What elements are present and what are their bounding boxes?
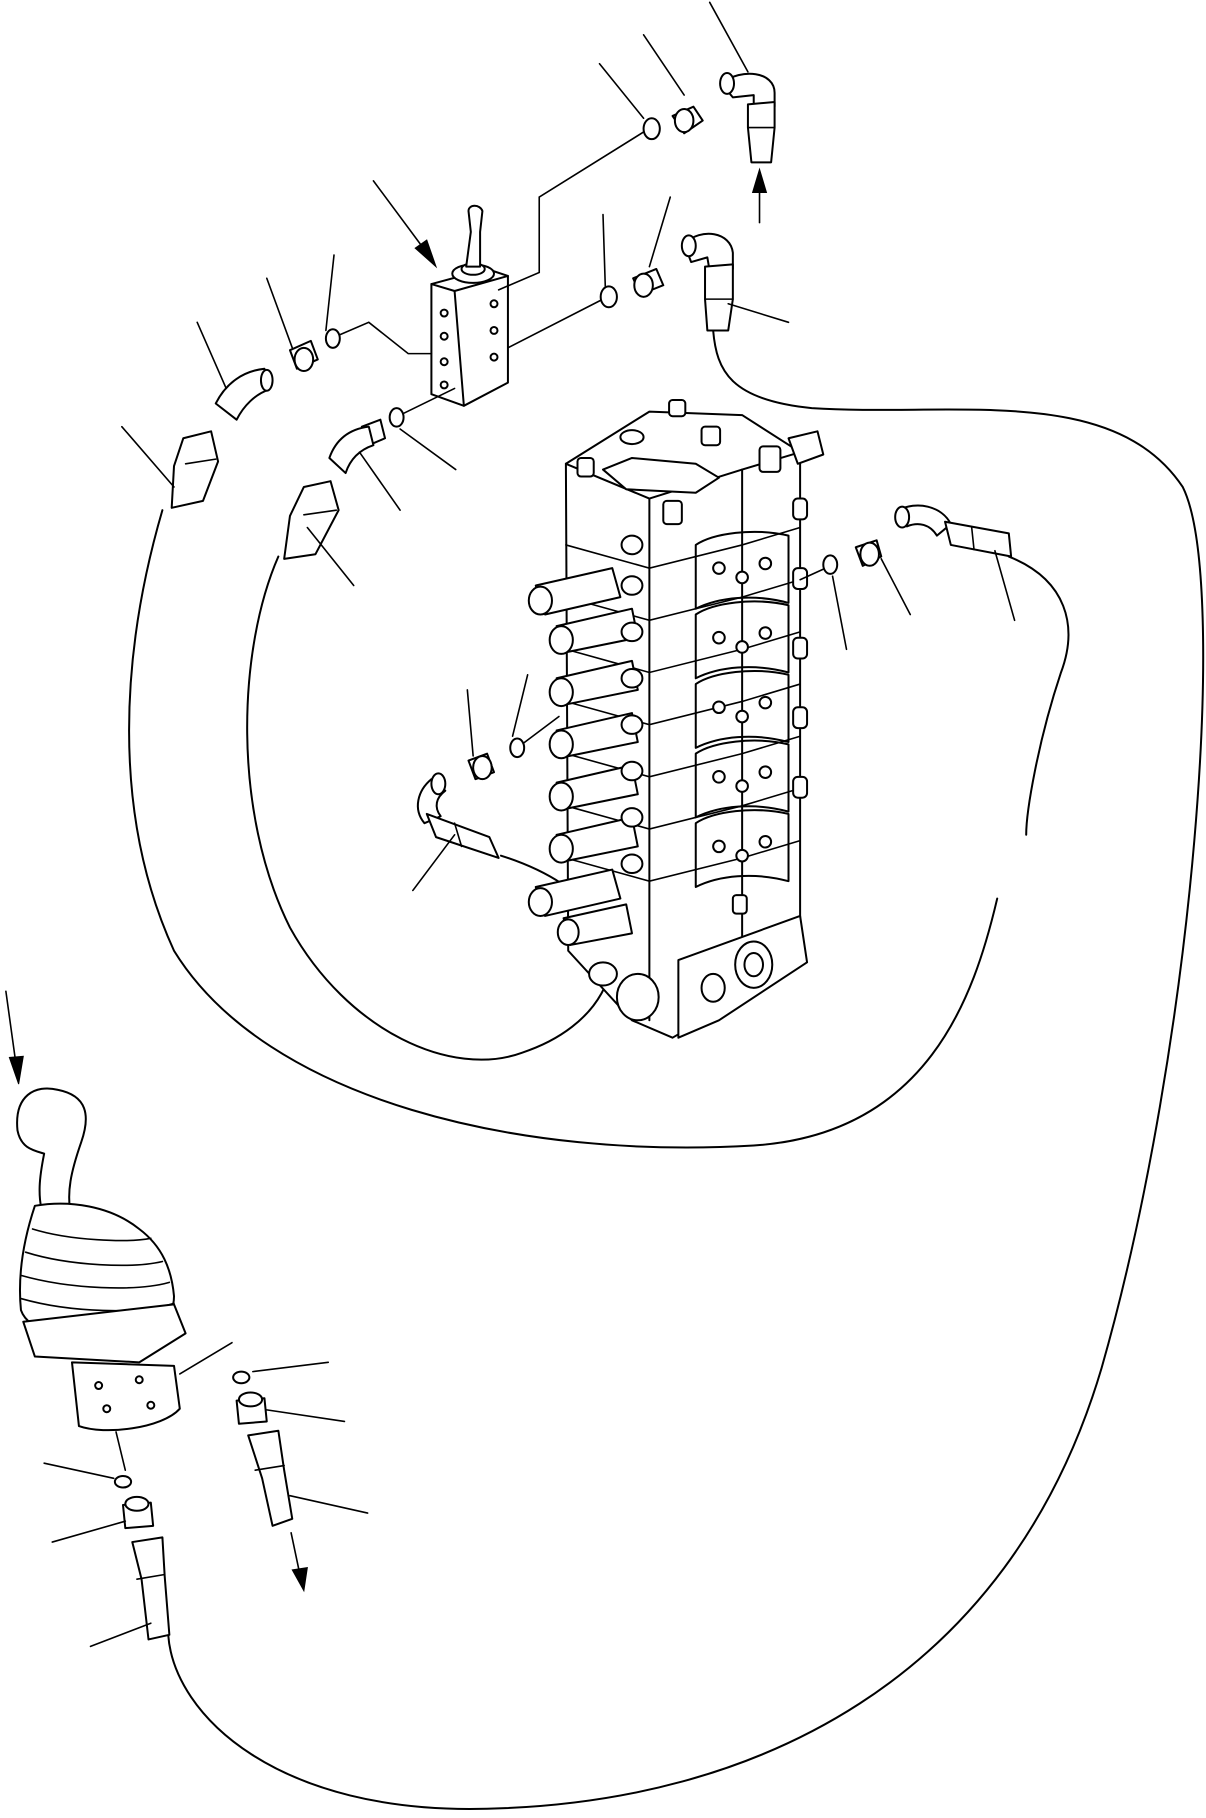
callout-line [52,1521,125,1542]
callout-line [290,1496,368,1513]
hose-runs [129,330,1203,1809]
spool-caps [529,536,643,945]
hose-outer-loop [168,330,1203,1809]
hose-end-left-1 [172,431,218,508]
joystick-base [72,1362,180,1430]
callout-line [267,1410,345,1422]
hose-end-joy-1 [248,1431,292,1526]
callout-line [253,1362,328,1371]
callout-line [467,690,473,756]
fittings-joystick [115,1372,292,1640]
callout-line [603,214,605,287]
hose-left-loop [129,510,997,1147]
selector-valve-lever [466,206,482,267]
elbow-right [899,506,951,536]
callout-line [644,35,685,95]
o-ring-joy-2 [115,1476,131,1488]
hose-end-right [945,522,1011,557]
hose-end-joy-2 [132,1537,169,1639]
fittings-left-selector [172,322,455,559]
joystick-flange [23,1304,185,1362]
control-valve-stack [529,400,823,1038]
callout-line [710,2,748,72]
hose-end-mid [427,814,499,858]
o-ring-joy-1 [233,1372,249,1384]
callout-line [995,551,1015,621]
flow-arrow-top-right [753,169,767,222]
callout-line [649,197,670,267]
callout-line [91,1623,151,1646]
callout-leaders [44,2,1014,1646]
callout-line [326,255,334,330]
callout-line [881,559,910,615]
joystick-lever [17,1088,232,1430]
elbow-left-2 [329,427,373,473]
joystick-grip [17,1088,86,1223]
o-ring-left-1 [326,329,340,348]
callout-line [360,452,401,510]
arrows [6,169,767,1590]
selector-valve [431,206,508,406]
hose-end-left-2 [284,481,338,559]
flow-arrow-bottom [291,1533,307,1591]
hose-end-top-1 [748,102,775,162]
callout-line [600,64,644,118]
callout-line [122,427,174,487]
callout-line [833,576,847,649]
callout-line [44,1463,114,1478]
callout-line [197,322,226,388]
callout-line [413,835,455,891]
callout-line [307,528,353,586]
o-ring-left-2 [390,408,404,427]
o-ring-mid [510,739,524,758]
hose-right-loop [1009,557,1069,835]
fittings-top-right [499,73,775,348]
o-ring-top-1 [644,118,660,139]
o-ring-right [823,555,837,574]
hose-end-top-2 [705,264,733,330]
pointer-arrow-selector-valve [373,181,436,267]
fittings-left-mid [418,717,559,858]
callout-line [400,429,456,470]
callout-line [513,675,528,736]
callout-line [728,304,788,323]
callout-line [267,278,293,348]
pointer-arrow-joystick [6,991,23,1084]
fittings-right-stack [800,506,1011,580]
o-ring-top-2 [601,286,617,307]
